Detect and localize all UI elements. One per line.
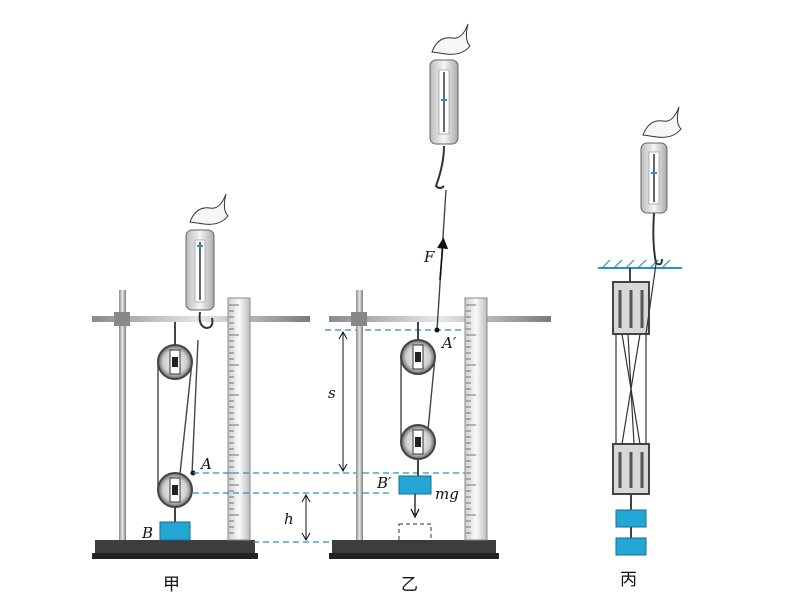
hand [642,106,682,138]
panel-yi: F A′ B′ mg 乙 [329,23,551,595]
block-b-prime [398,475,432,495]
label-b-prime: B′ [376,474,392,492]
spring-scale [185,229,215,311]
hand [189,193,229,225]
spring-scale [429,59,459,145]
stand-pole [119,290,126,540]
ruler-ticks [229,304,239,534]
weight-block-1 [615,509,647,528]
dimension-h [301,493,311,542]
hand [431,23,471,55]
dimension-s [338,330,348,473]
label-a-prime: A′ [440,334,457,352]
caption-jia: 甲 [163,575,180,595]
stand-arm [92,316,310,322]
caption-yi: 乙 [401,575,418,595]
panel-jia: B A 甲 [92,193,310,595]
label-b: B [141,524,153,542]
force-arrow [436,237,449,281]
label-f: F [423,248,435,266]
label-h: h [284,510,294,528]
weight-block-2 [615,537,647,556]
ruler [464,297,488,541]
label-mg: mg [435,485,459,503]
ruler [227,297,251,541]
spring-scale [640,142,668,214]
ruler-ticks [466,304,476,534]
stand-pole [356,290,363,540]
label-s: s [328,384,336,402]
panel-bing: 丙 [598,106,682,590]
block-b [159,521,191,541]
caption-bing: 丙 [620,570,637,590]
block-original-position [398,523,432,543]
stand-arm [329,316,551,322]
label-a: A [199,455,212,473]
